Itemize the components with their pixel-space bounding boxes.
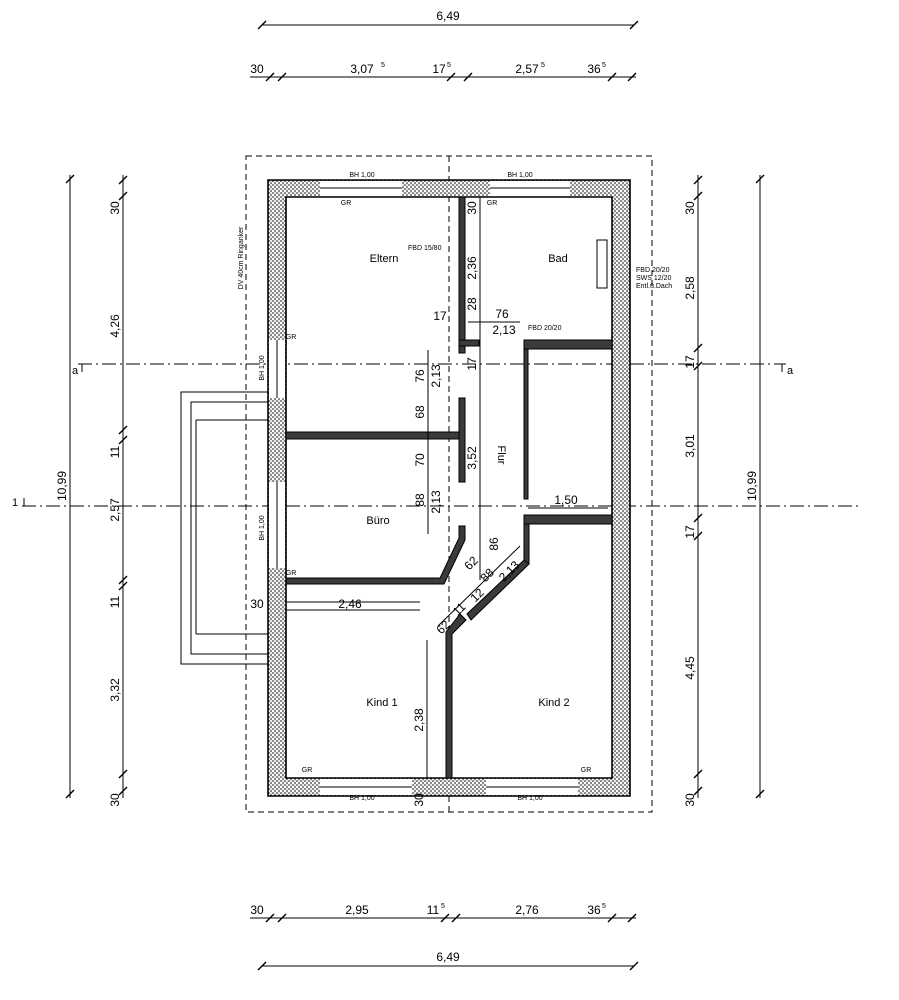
top-dim-2-sup: 5: [381, 62, 385, 69]
right-dim-2: 2,58: [683, 276, 697, 300]
fbd-bad-1: FBD 20/20: [636, 267, 670, 274]
fbd-bad-2: SWS 12/20: [636, 275, 672, 282]
dim-352: 3,52: [465, 446, 479, 470]
dim-865: 86: [487, 537, 501, 551]
right-total-label: 10,99: [745, 471, 759, 501]
dim-17-5-a: 17: [433, 309, 447, 323]
interior-walls: [285, 196, 613, 779]
left-dim-7: 30: [108, 793, 122, 807]
dim-213-c: 2,13: [496, 558, 523, 585]
bh-bottom-right: BH 1,00: [517, 795, 542, 802]
dim-76-v: 76: [413, 369, 427, 383]
bottom-dim-3: 11: [427, 903, 440, 917]
bottom-dim-4: 2,76: [515, 903, 539, 917]
axis-a-right-label: a: [787, 365, 794, 377]
top-dim-3: 17: [432, 62, 446, 76]
gr-label-1: GR: [341, 200, 352, 207]
gr-label-5: GR: [302, 767, 313, 774]
dim-30-left: 30: [250, 597, 264, 611]
right-dim-4: 3,01: [683, 434, 697, 458]
dim-625: 62: [461, 553, 481, 573]
gr-label-6: GR: [581, 767, 592, 774]
dim-150: 1,50: [554, 493, 578, 507]
dim-30-bottom: 30: [412, 793, 426, 807]
bottom-dim-1: 30: [250, 903, 264, 917]
right-dim-5: 17: [683, 525, 697, 539]
left-detail-dimension: 30 4,26 11 2,57 11 3,32 30: [108, 175, 128, 807]
bottom-dim-5: 36: [587, 903, 601, 917]
bottom-dim-3-sup: 5: [441, 903, 445, 910]
top-dim-4: 2,57: [515, 62, 539, 76]
top-dim-2: 3,07: [350, 62, 374, 76]
bh-top-left: BH 1,00: [349, 172, 374, 179]
gr-label-4: GR: [286, 570, 297, 577]
inner-dimensions: 2,36 28 30 17 76 2,13 76 2,13 17 68 70 3…: [250, 197, 608, 807]
top-dim-3-sup: 5: [447, 62, 451, 69]
axis-1-label: 1: [12, 497, 18, 509]
right-total-dimension: 10,99: [745, 174, 765, 799]
room-eltern: Eltern: [370, 253, 399, 265]
dim-213-top: 2,13: [492, 323, 516, 337]
room-flur: Flur: [495, 446, 507, 465]
top-total-dimension: 6,49: [257, 9, 639, 30]
room-kind1: Kind 1: [366, 697, 397, 709]
dim-30-inner: 30: [465, 201, 479, 215]
top-detail-dimension: 30 3,07 5 17 5 2,57 5 36 5: [250, 62, 637, 82]
top-dim-5: 36: [587, 62, 601, 76]
bottom-dim-5-sup: 5: [602, 903, 606, 910]
axis-a-left-label: a: [72, 365, 79, 377]
right-dim-7: 30: [683, 793, 697, 807]
dim-76-top: 76: [495, 307, 509, 321]
right-dim-1: 30: [683, 201, 697, 215]
dim-213-b: 2,13: [429, 490, 443, 514]
dim-11: 11: [450, 600, 469, 619]
gr-label-3: GR: [286, 334, 297, 341]
dv-ringanker: DV 40cm Ringanker: [238, 226, 245, 289]
dim-17-5-b: 17: [465, 357, 479, 371]
right-dim-3: 17: [683, 355, 697, 369]
dim-885: 88: [413, 493, 427, 507]
left-dim-4: 2,57: [108, 498, 122, 522]
left-dim-3: 11: [108, 445, 122, 458]
bottom-detail-dimension: 30 2,95 11 5 2,76 36 5: [250, 903, 637, 923]
fbd-flur: FBD 20/20: [528, 325, 562, 332]
bh-bottom-left: BH 1,00: [349, 795, 374, 802]
bh-left-upper: BH 1,00: [259, 355, 266, 380]
dim-246: 2,46: [338, 597, 362, 611]
left-dim-2: 4,26: [108, 314, 122, 338]
top-dim-1: 30: [250, 62, 264, 76]
gr-label-2: GR: [487, 200, 498, 207]
fbd-bad-3: Entl.ü.Dach: [636, 283, 672, 290]
left-dim-6: 3,32: [108, 678, 122, 702]
room-kind2: Kind 2: [538, 697, 569, 709]
dim-236: 2,36: [465, 256, 479, 280]
top-dim-4-sup: 5: [541, 62, 545, 69]
right-dim-6: 4,45: [683, 656, 697, 680]
bottom-total-label: 6,49: [436, 950, 460, 964]
left-dim-5: 11: [108, 595, 122, 608]
dim-28: 28: [465, 297, 479, 311]
top-dim-5-sup: 5: [602, 62, 606, 69]
bottom-total-dimension: 6,49: [257, 950, 639, 971]
left-total-dimension: 10,99: [55, 174, 75, 799]
left-dim-1: 30: [108, 201, 122, 215]
dim-68: 68: [413, 405, 427, 419]
exterior-walls: [267, 179, 631, 797]
bottom-dim-2: 2,95: [345, 903, 369, 917]
bh-left-lower: BH 1,00: [259, 515, 266, 540]
left-total-label: 10,99: [55, 471, 69, 501]
fbd-eltern: FBD 15/80: [408, 245, 442, 252]
right-detail-dimension: 30 2,58 17 3,01 17 4,45 30: [683, 175, 703, 807]
dim-2387: 2,38: [412, 708, 426, 732]
dim-70: 70: [413, 453, 427, 467]
axis-1: 1: [12, 497, 860, 509]
dim-213-v: 2,13: [429, 364, 443, 388]
balcony: [180, 391, 268, 665]
bh-top-right: BH 1,00: [507, 172, 532, 179]
room-buero: Büro: [366, 515, 389, 527]
axis-a: a a: [72, 363, 794, 377]
room-bad: Bad: [548, 253, 568, 265]
top-total-label: 6,49: [436, 9, 460, 23]
